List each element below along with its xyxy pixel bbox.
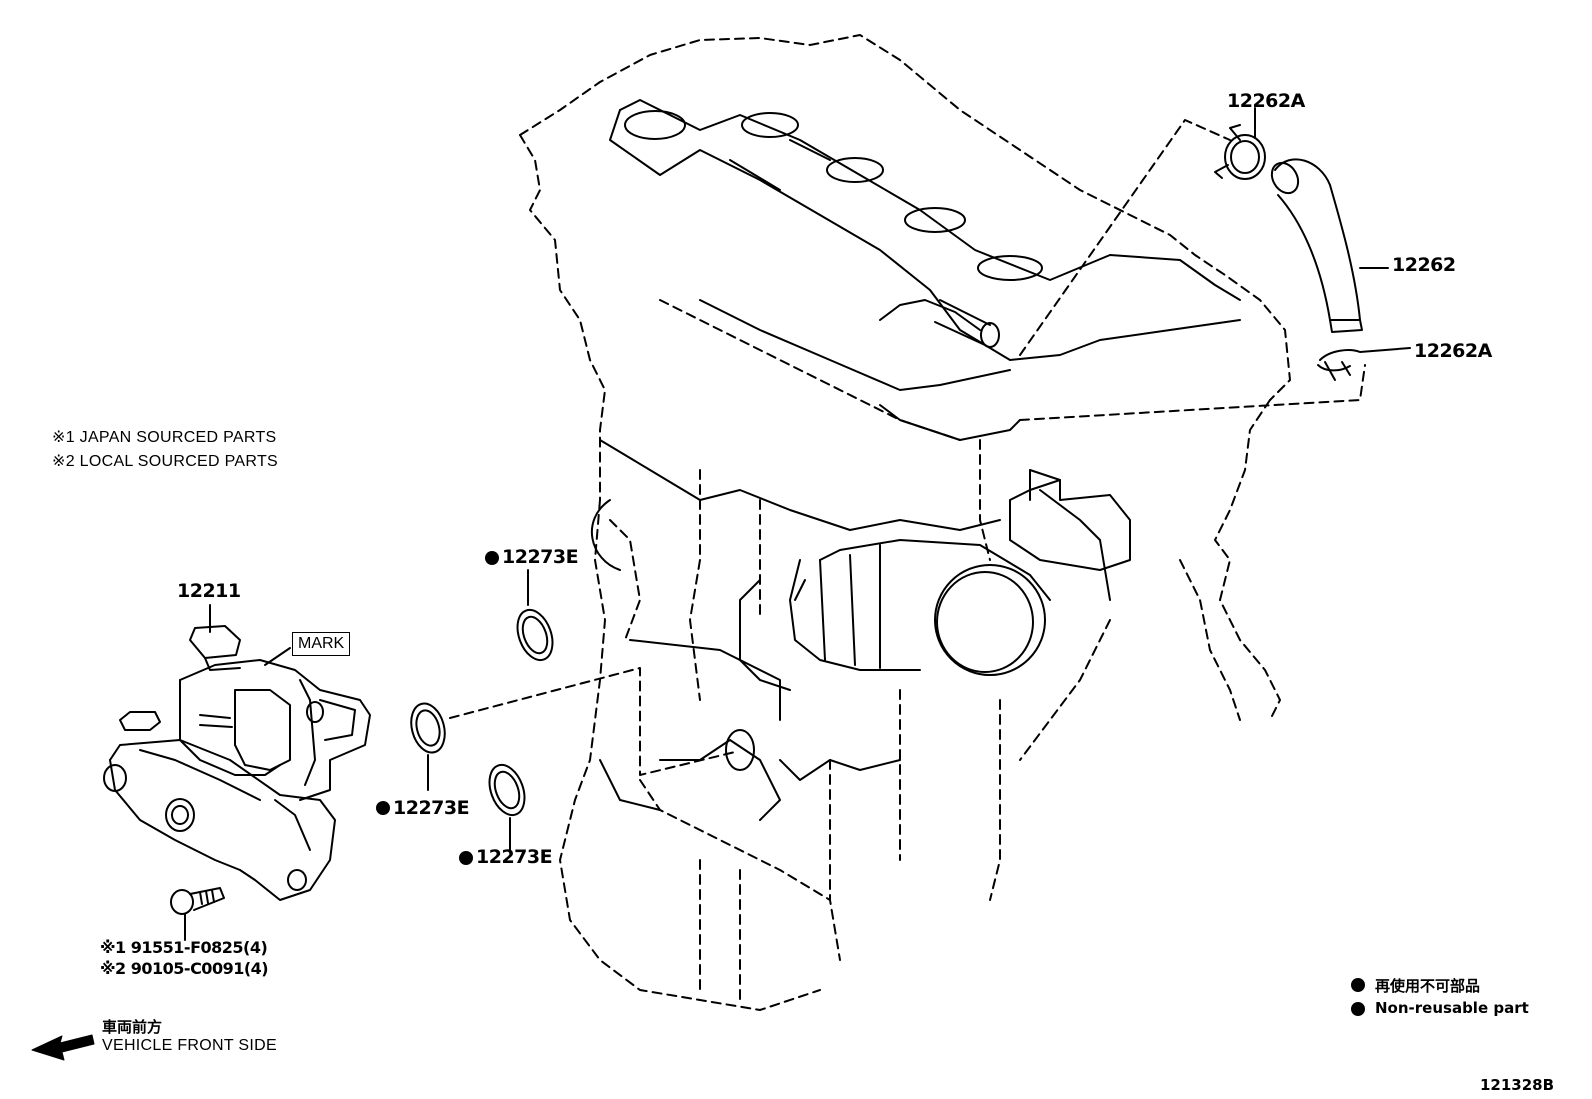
part-label-12211: 12211 — [177, 580, 241, 602]
part-label-12273e-top: 12273E — [502, 546, 579, 568]
engine-outline — [449, 34, 1366, 1011]
part-label-12262a-top: 12262A — [1227, 90, 1305, 112]
gasket-art — [410, 569, 554, 851]
part-label-12262a-bottom: 12262A — [1414, 340, 1492, 362]
note-local-sourced: ※2 LOCAL SOURCED PARTS — [52, 453, 278, 470]
legend-non-reusable-en: Non-reusable part — [1375, 999, 1529, 1017]
mark-callout: MARK — [292, 632, 351, 656]
oil-separator-art — [103, 604, 371, 901]
part-label-12262: 12262 — [1392, 254, 1456, 276]
water-pump — [789, 539, 1051, 676]
bolt-part-number-japan: ※1 91551-F0825(4) — [100, 938, 268, 957]
bolt-art — [170, 887, 225, 941]
front-arrow-art — [31, 1034, 95, 1061]
part-label-12273e-low: 12273E — [476, 846, 553, 868]
front-cover — [591, 439, 1131, 821]
cylinder-head — [609, 99, 1241, 441]
hose-art — [1270, 158, 1389, 333]
hose-clamp-top-art — [1214, 107, 1266, 180]
note-japan-sourced: ※1 JAPAN SOURCED PARTS — [52, 429, 277, 446]
part-label-12273e-mid: 12273E — [393, 797, 470, 819]
bolt-part-number-local: ※2 90105-C0091(4) — [100, 959, 269, 978]
front-side-label-jp: 車両前方 — [102, 1018, 163, 1036]
non-reusable-dots — [376, 551, 1365, 1016]
figure-id: 121328B — [1480, 1076, 1555, 1094]
legend-non-reusable-jp: 再使用不可部品 — [1375, 977, 1481, 995]
front-side-label-en: VEHICLE FRONT SIDE — [102, 1037, 277, 1054]
hose-clamp-bottom-art — [1317, 347, 1411, 381]
